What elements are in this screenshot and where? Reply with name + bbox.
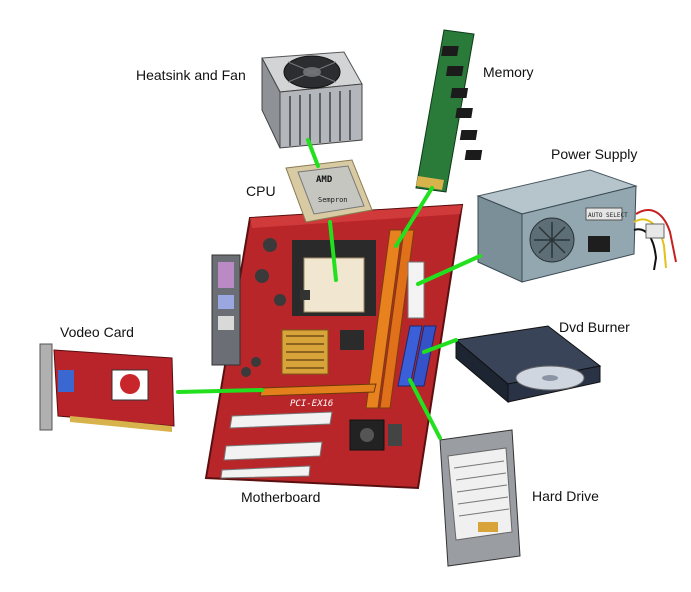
heatsink-fan-illustration [261,51,363,149]
connector-lines [176,138,482,440]
label-power-supply: Power Supply [551,146,638,162]
connector-heatsink-cpu [306,138,320,168]
label-hard-drive: Hard Drive [532,488,599,504]
power-supply-illustration: AUTO SELECT [476,169,677,283]
connector-psu-atx [416,254,482,286]
label-motherboard: Motherboard [241,489,321,505]
connector-hdd-ide [408,378,442,440]
motherboard-illustration: PCI-EX16 [204,203,464,490]
label-memory: Memory [483,64,534,80]
cpu-model-text: Sempron [318,196,348,204]
connector-dvd-ide [422,338,458,354]
hard-drive-illustration [439,429,521,567]
connector-cpu-socket [328,220,338,282]
cpu-illustration: AMD Sempron [285,159,373,223]
video-card-illustration [39,343,175,432]
label-cpu: CPU [246,183,276,199]
label-heatsink-and-fan: Heatsink and Fan [136,67,246,83]
memory-module-illustration [415,29,483,193]
connector-memory-slot [394,186,434,248]
label-video-card: Vodeo Card [60,324,134,340]
psu-switch-text: AUTO SELECT [588,212,628,219]
connector-videocard-pcie [176,388,264,394]
motherboard-silkscreen: PCI-EX16 [290,399,333,409]
label-dvd-burner: Dvd Burner [559,319,630,335]
dvd-burner-illustration [454,325,602,404]
cpu-brand-text: AMD [316,175,333,185]
